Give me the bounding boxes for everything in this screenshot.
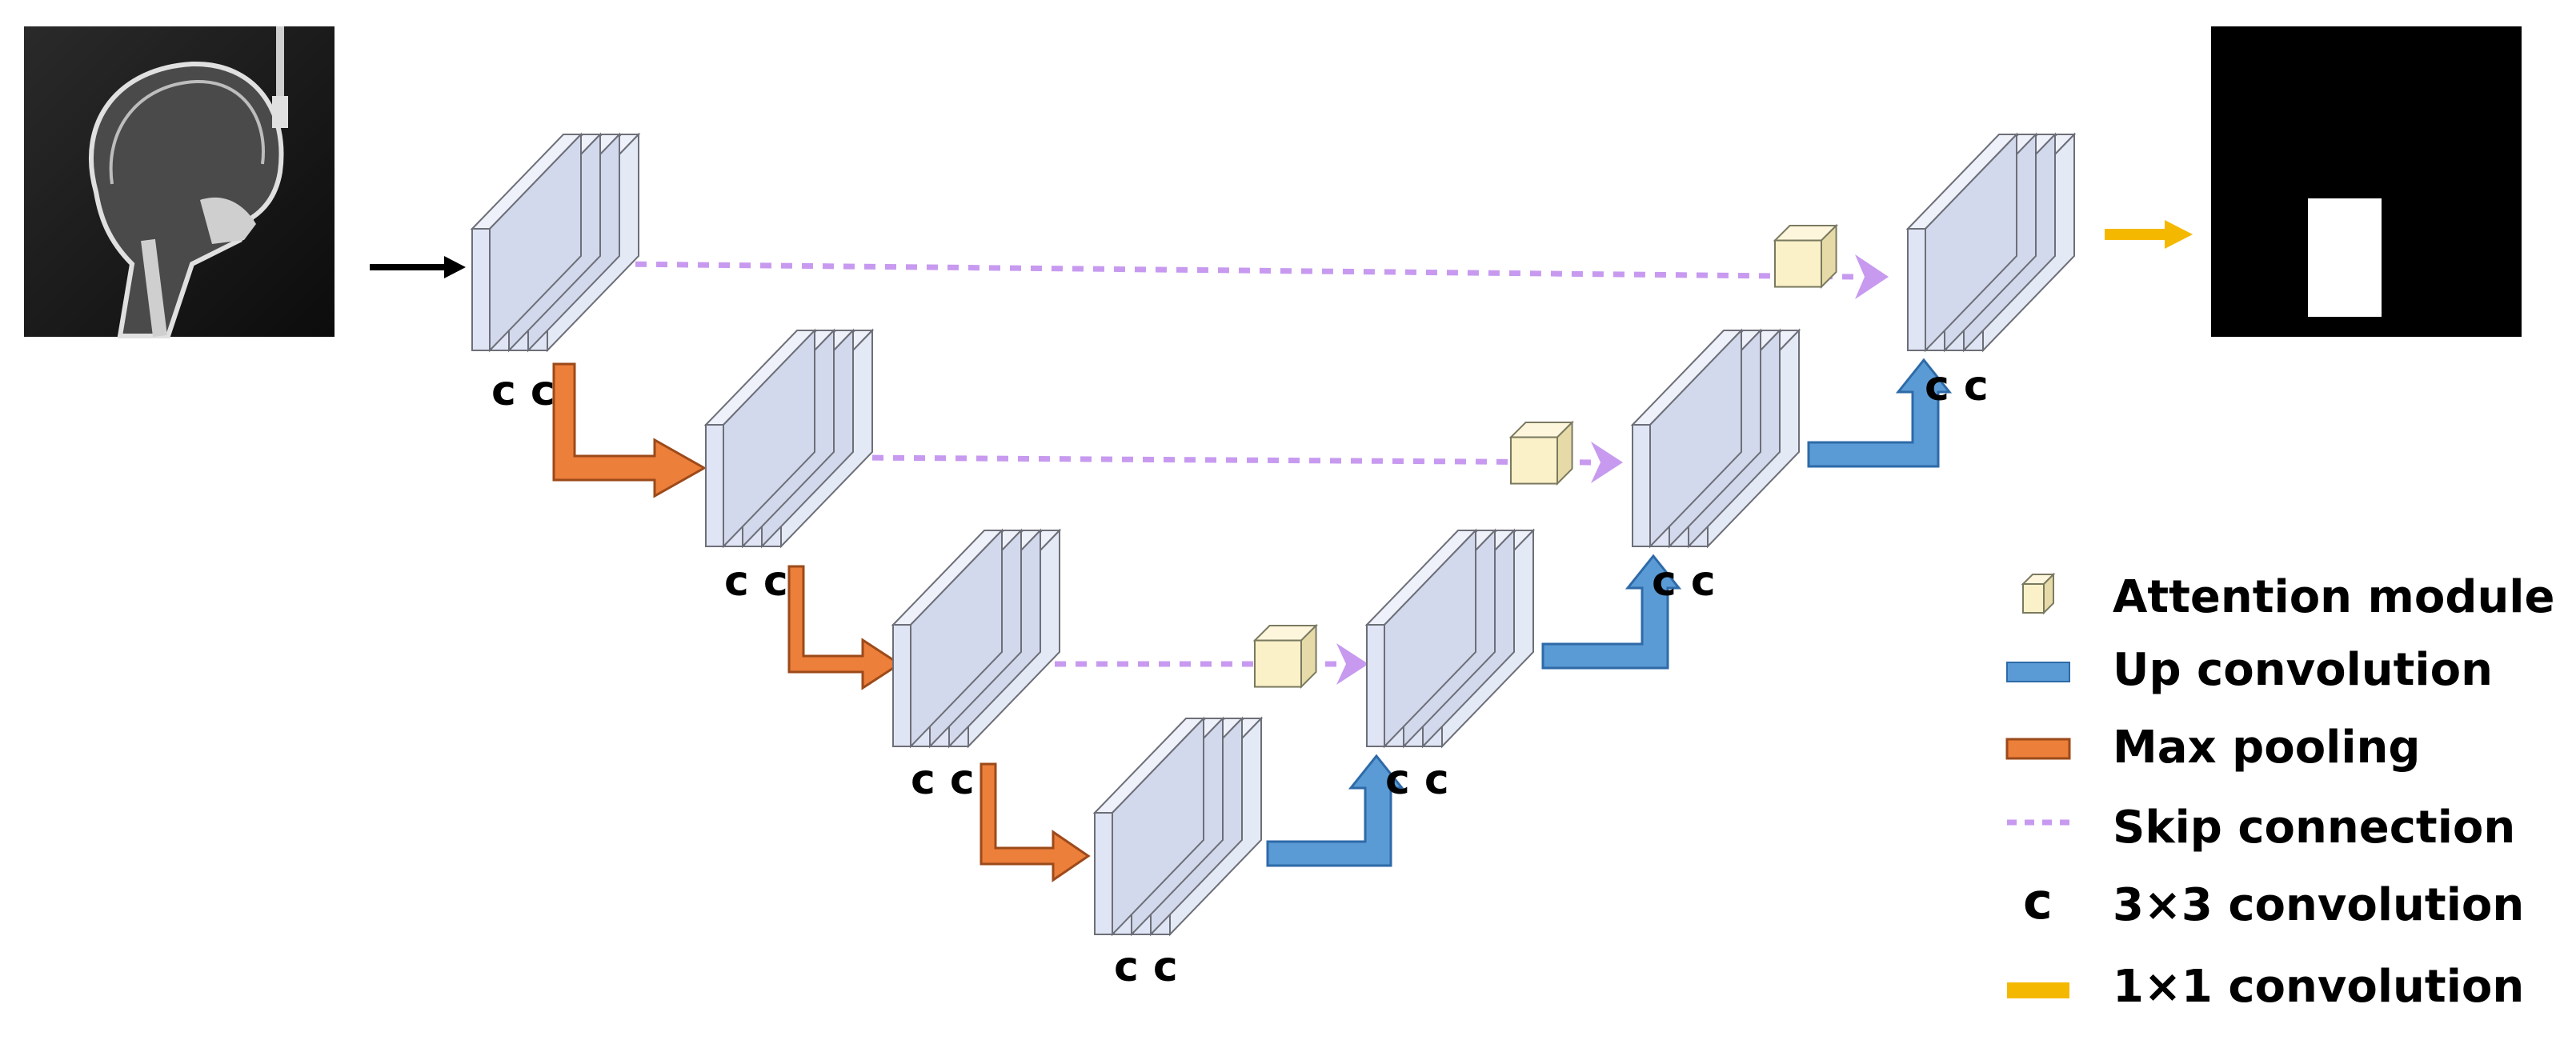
skip-connection-3 [1055,643,1368,685]
legend-skip-label: Skip connection [2113,802,2515,854]
legend-conv1-label: 1×1 convolution [2113,961,2524,1013]
input-arrow [370,256,466,278]
max-pooling-arrow-2 [787,565,902,690]
legend-max-pooling: Max pooling [2005,722,2421,774]
bottleneck-block-slab-front [1094,812,1113,935]
attention-module-icon-1 [1773,223,1838,289]
conv-label-enc-2: c c [724,558,788,606]
feature-map-blocks [470,132,2077,937]
decoder-block-1 [1905,132,2077,353]
legend-up-convolution: Up convolution [2006,644,2493,696]
decoder-block-2 [1630,328,1801,549]
conv-label-enc-1: c c [491,367,555,415]
encoder-block-2-slab-front [705,424,724,547]
encoder-block-1 [470,132,641,353]
attention-module-icon-1-front [1774,239,1822,288]
input-xray-image [24,26,335,338]
encoder-block-3 [891,528,1062,749]
decoder-block-1-slab-front [1907,228,1926,351]
conv-label-bottleneck: c c [1114,943,1178,991]
legend-3x3-convolution: c 3×3 convolution [2023,872,2524,931]
attention-modules [1252,223,1838,689]
legend-skip-connection: Skip connection [2007,802,2515,854]
bottleneck-block [1092,716,1264,937]
attention-module-icon-2-front [1510,436,1558,485]
up-convolution-arrow-3 [1807,358,1953,468]
conv-labels: c c c c c c c c c c c c c c [491,362,1989,991]
legend-conv3-label: 3×3 convolution [2113,879,2524,931]
encoder-block-2 [703,328,875,549]
output-arrow [2105,220,2193,249]
decoder-block-3-slab-front [1366,624,1385,747]
skip-connection-2 [851,442,1623,483]
attention-module-icon-3 [1252,623,1318,689]
legend-up-label: Up convolution [2113,644,2493,696]
attention-module-icon-2 [1508,420,1574,486]
attention-module-icon-3-front [1254,639,1302,688]
conv-label-dec-1: c c [1925,362,1989,410]
conv-label-dec-2: c c [1652,558,1716,606]
up-convolution-arrow-1 [1266,754,1405,867]
encoder-block-1-slab-front [471,228,491,351]
output-mask-image [2211,26,2522,337]
skip-connection-1 [614,254,1889,299]
legend-attention-module: Attention module [2021,571,2554,623]
up-convolution-arrow-2 [1541,554,1682,670]
legend-c-symbol: c [2023,872,2053,930]
legend-attention-label: Attention module [2113,571,2554,623]
encoder-block-3-slab-front [892,624,911,747]
legend-1x1-convolution: 1×1 convolution [2007,961,2524,1013]
decoder-block-3 [1364,528,1536,749]
legend: Attention module Up convolution Max pool… [2005,571,2554,1013]
max-pooling-arrow-3 [980,762,1091,882]
conv-label-dec-3: c c [1385,756,1449,804]
conv-label-enc-3: c c [911,756,975,804]
legend-pool-label: Max pooling [2113,722,2421,774]
decoder-block-2-slab-front [1632,424,1651,547]
max-pooling-arrow-1 [552,362,707,498]
